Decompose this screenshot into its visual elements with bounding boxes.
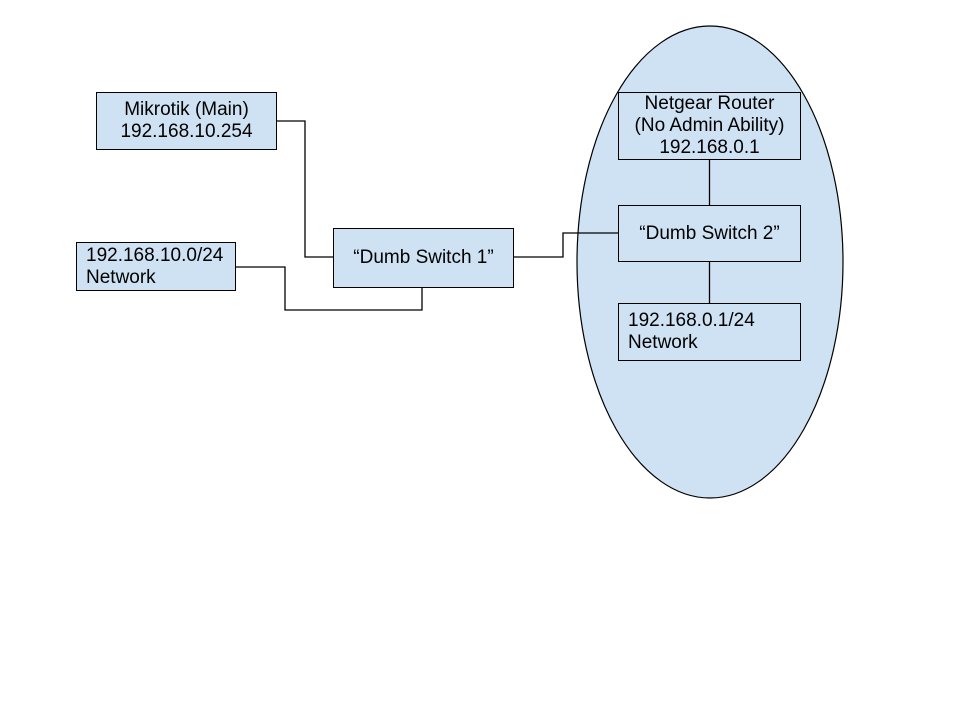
connector-network10-to-switch1	[236, 266, 423, 311]
node-label-line: 192.168.10.254	[120, 121, 253, 142]
node-label-line: Netgear Router	[644, 93, 775, 115]
node-label-line: Mikrotik (Main)	[124, 99, 249, 121]
node-label-line: 192.168.0.1	[659, 136, 760, 158]
node-label-line: 192.168.10.0/24	[86, 244, 224, 266]
node-netgear-router: Netgear Router (No Admin Ability) 192.16…	[618, 92, 801, 160]
node-label-line: Network	[628, 332, 698, 353]
node-network-10-0-24: 192.168.10.0/24 Network	[76, 242, 236, 291]
connector-switch1-to-switch2	[514, 232, 618, 258]
node-mikrotik-router: Mikrotik (Main) 192.168.10.254	[96, 92, 277, 150]
node-network-0-1-24: 192.168.0.1/24 Network	[618, 303, 801, 361]
node-dumb-switch-1: “Dumb Switch 1”	[333, 228, 514, 288]
node-label-line: “Dumb Switch 1”	[353, 247, 494, 269]
node-dumb-switch-2: “Dumb Switch 2”	[618, 205, 801, 262]
node-label-line: Network	[86, 266, 156, 288]
connector-mikrotik-to-switch1	[277, 120, 333, 258]
node-label-line: “Dumb Switch 2”	[639, 222, 780, 244]
node-label-line: (No Admin Ability)	[634, 115, 785, 137]
node-label-line: 192.168.0.1/24	[628, 310, 755, 332]
